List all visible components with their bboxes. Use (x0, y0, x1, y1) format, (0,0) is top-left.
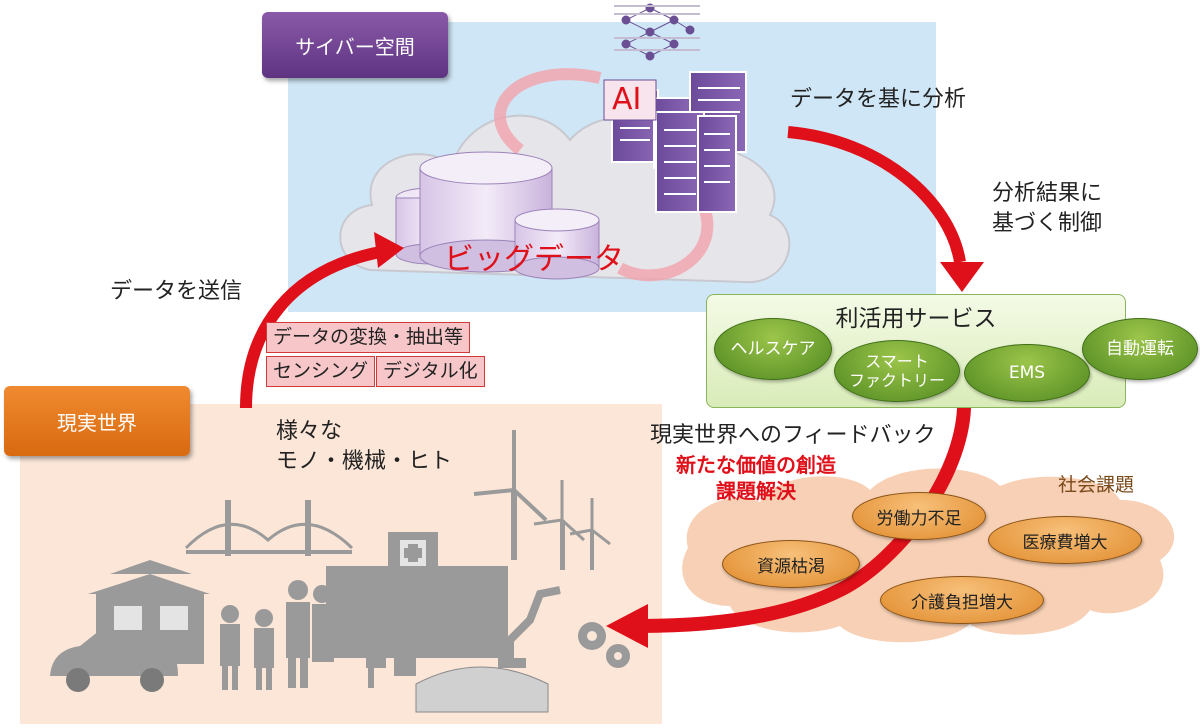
service-autonomous-driving: 自動運転 (1082, 318, 1198, 380)
social-issues-label: 社会課題 (1058, 474, 1135, 496)
issue-labor-shortage: 労働力不足 (852, 492, 986, 540)
sensing-box: センシング (266, 356, 376, 387)
server-lines (620, 87, 740, 195)
stripes (614, 5, 700, 51)
issue-medical-cost: 医療費増大 (988, 516, 1142, 564)
bigdata-cylinders (395, 151, 600, 280)
feedback-label: 現実世界へのフィードバック (650, 423, 936, 448)
services-title: 利活用サービス (835, 306, 997, 332)
arrow-analyze (787, 126, 966, 264)
control-label-line2: 基づく制御 (992, 211, 1103, 236)
control-label-line1: 分析結果に (992, 181, 1103, 206)
send-data-label: データを送信 (110, 279, 243, 304)
arrow-feedback (639, 395, 972, 633)
issue-nursing-burden: 介護負担増大 (880, 576, 1044, 624)
things-line2: モノ・機械・ヒト (276, 449, 453, 474)
data-transform-box: データの変換・抽出等 (266, 322, 471, 353)
bigdata-label: ビッグデータ (444, 242, 624, 277)
analyze-label: データを基に分析 (790, 87, 967, 112)
things-line1: 様々な (276, 419, 343, 444)
value-creation-label: 新たな価値の創造 (676, 453, 836, 477)
service-healthcare: ヘルスケア (714, 318, 832, 380)
city-illustration (50, 430, 630, 713)
service-smart-factory: スマート ファクトリー (834, 340, 960, 402)
real-world-label: 現実世界 (4, 386, 190, 456)
arrow-send-data (240, 246, 382, 409)
issue-resource-depletion: 資源枯渇 (722, 540, 860, 588)
problem-solving-label: 課題解決 (716, 479, 796, 503)
service-ems: EMS (964, 344, 1090, 402)
cyber-space-label: サイバー空間 (262, 12, 448, 78)
digitize-box: デジタル化 (376, 356, 485, 387)
ai-badge (603, 79, 657, 121)
ai-label: AI (612, 82, 642, 117)
